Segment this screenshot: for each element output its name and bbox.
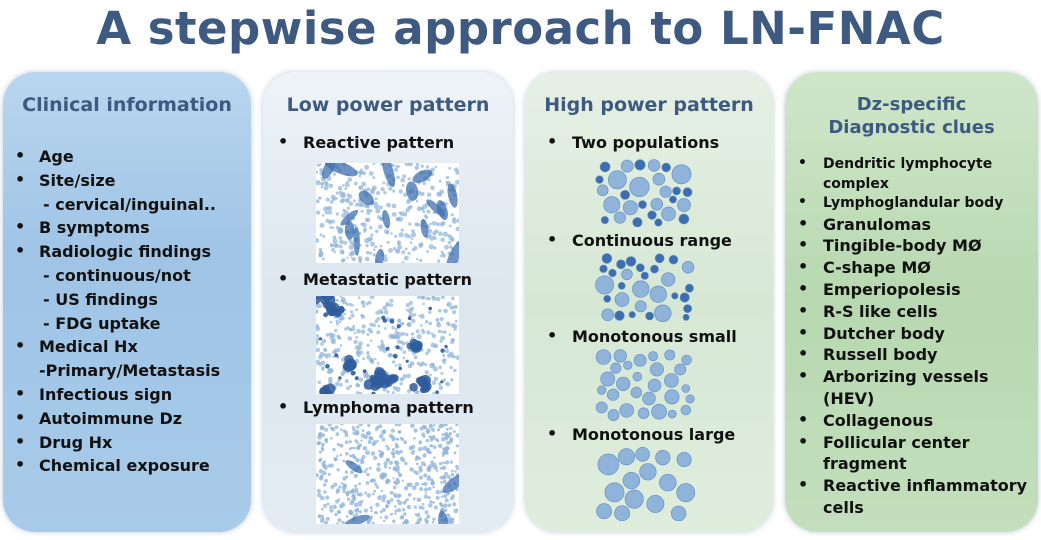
diagnostic-clue-item: Arborizing vessels [823,367,989,387]
bullet: • [798,257,809,277]
clinical-list-item: Radiologic findings [39,242,212,262]
clinical-list-item: - US findings [43,289,158,309]
clinical-list-item: Chemical exposure [39,456,210,476]
diagnostic-clues-heading: Diagnostic clues [828,117,995,138]
clinical-list-item: B symptoms [39,218,150,238]
bullet: • [547,326,558,345]
clinical-list-item: Age [39,147,74,166]
reactive-pattern-label: Reactive pattern [303,133,455,152]
metastatic-pattern-label: Metastatic pattern [303,270,473,289]
bullet: • [547,132,558,151]
diagnostic-clue-item: Collagenous [823,410,934,430]
lymphoma-pattern-image [316,424,459,524]
bullet: • [278,269,289,288]
bullet: • [15,241,26,261]
clinical-list-item: Autoimmune Dz [39,408,183,428]
bullet: • [15,455,26,475]
diagnostic-clue-item: R-S like cells [823,301,938,321]
bullet: • [15,431,26,451]
bullet: • [15,146,26,165]
page-title: A stepwise approach to LN-FNAC [96,2,945,55]
clinical-list-item: -Primary/Metastasis [39,361,221,381]
diagnostic-clue-item: Russell body [823,345,938,365]
metastatic-pattern-image [316,296,459,394]
bullet: • [278,132,289,151]
diagnostic-clue-item: (HEV) [823,388,875,408]
reactive-pattern-image [316,163,459,263]
bullet: • [798,366,809,386]
two-populations-image [595,159,695,227]
continuous-range-label: Continuous range [572,231,732,250]
bullet: • [547,230,558,249]
diagnostic-clue-item: Emperiopolesis [823,279,961,299]
monotonous-large-image [595,447,695,521]
bullet: • [798,213,809,233]
diagnostic-clue-item: Follicular center [823,432,970,452]
bullet: • [278,397,289,416]
low-power-pattern-heading: Low power pattern [286,94,490,116]
clinical-list-item: - cervical/inguinal.. [43,194,216,214]
monotonous-small-label: Monotonous small [572,327,737,346]
clinical-list-item: Site/size [39,170,116,190]
bullet: • [15,169,26,189]
high-power-pattern-heading: High power pattern [544,94,754,116]
clinical-list-item: Medical Hx [39,337,138,357]
bullet: • [15,217,26,237]
two-populations-label: Two populations [572,133,720,152]
bullet: • [798,475,809,495]
bullet: • [798,300,809,320]
diagnostic-clue-item: Lymphoglandular body [823,195,1004,211]
bullet: • [798,155,807,171]
diagnostic-clue-item: complex [823,175,889,192]
continuous-range-image [595,253,695,323]
bullet: • [15,384,26,403]
bullet: • [798,322,809,342]
bullet: • [798,409,809,429]
lymphoma-pattern-label: Lymphoma pattern [303,398,474,417]
bullet: • [798,344,809,364]
diagnostic-clue-item: cells [823,497,864,517]
clinical-list-item: - FDG uptake [43,313,161,333]
monotonous-small-image [595,349,695,421]
diagnostic-clue-item: Dutcher body [823,323,945,343]
clinical-list-item: Drug Hx [39,432,113,452]
bullet: • [547,424,558,443]
bullet: • [15,407,26,427]
bullet: • [798,278,809,298]
bullet: • [15,336,26,356]
low-power-pattern-panel: Low power pattern • Reactive pattern • M… [263,72,513,532]
diagnostic-clue-item: Reactive inflammatory [823,476,1028,496]
clinical-list-item: Infectious sign [39,385,173,404]
dz-specific-panel: Dz-specific Diagnostic clues • Dendritic … [785,72,1038,532]
diagnostic-clue-item: Granulomas [823,214,932,234]
high-power-pattern-panel: High power pattern • Two populations • C… [525,72,773,532]
clinical-information-heading: Clinical information [22,94,232,116]
diagnostic-clue-item: Dendritic lymphocyte [823,156,993,172]
clinical-information-panel: Clinical information • Age • Site/size - cer… [3,72,251,532]
clinical-list-item: - continuous/not [43,266,191,285]
bullet: • [798,194,807,210]
monotonous-large-label: Monotonous large [572,425,736,444]
dz-specific-heading: Dz-specific [856,94,967,115]
bullet: • [798,235,809,255]
diagnostic-clue-item: fragment [823,454,907,474]
diagnostic-clue-item: C-shape MØ [823,258,931,278]
bullet: • [798,431,809,451]
diagnostic-clue-item: Tingible-body MØ [823,236,982,256]
